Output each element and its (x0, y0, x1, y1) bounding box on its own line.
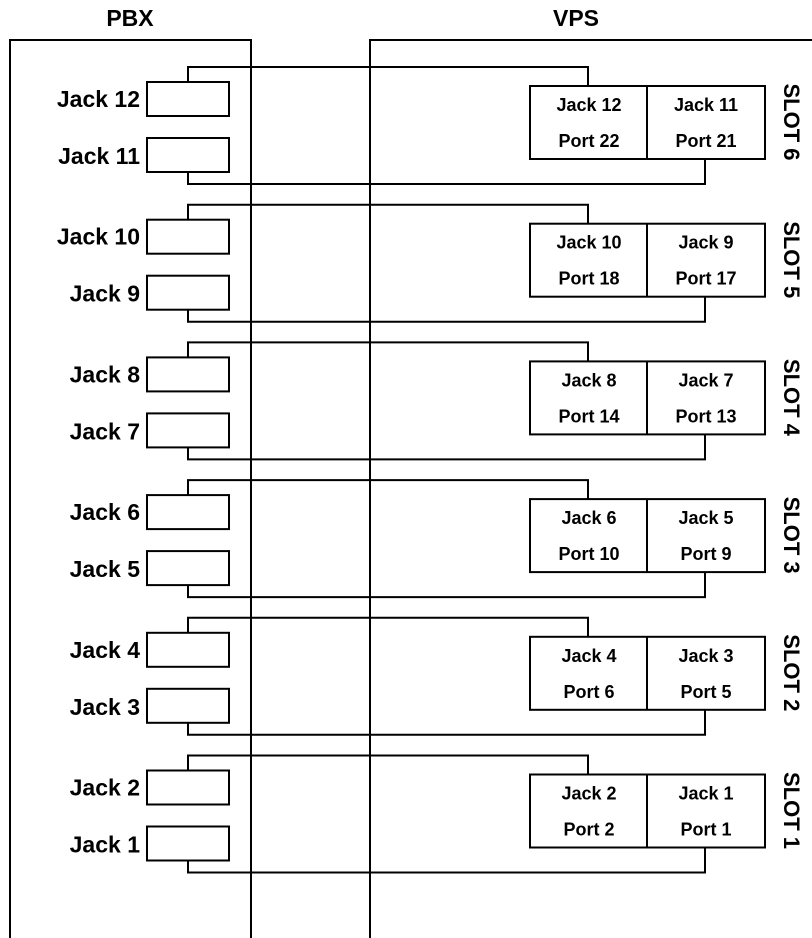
wire-top (187, 479, 589, 500)
vps-left-port: Port 6 (563, 682, 614, 702)
vps-left-port: Port 18 (558, 269, 619, 289)
pbx-jack-top-box (146, 81, 230, 117)
vps-left-jack: Jack 12 (556, 95, 621, 115)
pbx-jack-top-label: Jack 2 (70, 775, 140, 801)
vps-header: VPS (553, 5, 599, 31)
slot-label: SLOT 5 (779, 221, 804, 298)
vps-right-port: Port 5 (680, 682, 731, 702)
vps-right-jack: Jack 7 (678, 370, 733, 390)
pbx-jack-top-box (146, 494, 230, 531)
pbx-jack-bottom-label: Jack 11 (58, 143, 140, 169)
slot-label: SLOT 1 (779, 772, 804, 849)
wire-top (187, 66, 589, 86)
wire-bottom (187, 159, 706, 185)
vps-right-jack: Jack 1 (678, 784, 733, 804)
slot-label: SLOT 6 (779, 83, 804, 160)
pbx-jack-bottom-box (146, 550, 230, 587)
wire-bottom (187, 572, 706, 599)
slot-label: SLOT 3 (779, 497, 804, 574)
vps-right-port: Port 1 (680, 820, 731, 840)
vps-left-jack: Jack 6 (561, 508, 616, 528)
slot-group: Jack 4 Jack 3 Jack 4 Jack 3 Port 6 Port 5 SLOT… (70, 616, 804, 736)
wire-top (187, 341, 589, 362)
vps-left-port: Port 2 (563, 820, 614, 840)
slot-label: SLOT 4 (779, 359, 804, 437)
pbx-jack-bottom-box (146, 274, 230, 311)
vps-right-jack: Jack 5 (678, 508, 733, 528)
slot-group: Jack 12 Jack 11 Jack 12 Jack 11 Port 22 Port … (57, 66, 804, 185)
pbx-jack-bottom-box (146, 687, 230, 724)
vps-right-port: Port 17 (675, 269, 736, 289)
pbx-jack-bottom-label: Jack 5 (70, 556, 141, 582)
vps-panel-frame (369, 39, 812, 938)
vps-left-jack: Jack 4 (561, 646, 616, 666)
slot-group: Jack 6 Jack 5 Jack 6 Jack 5 Port 10 Port 9 SLO… (70, 479, 804, 599)
slot-group: Jack 8 Jack 7 Jack 8 Jack 7 Port 14 Port 13 SL… (70, 341, 804, 461)
pbx-jack-top-box (146, 356, 230, 393)
pbx-jack-bottom-label: Jack 9 (70, 281, 140, 307)
wire-top (187, 754, 589, 775)
pbx-header: PBX (106, 5, 154, 31)
vps-right-port: Port 9 (680, 544, 731, 564)
wire-bottom (187, 709, 706, 736)
pbx-jack-top-label: Jack 10 (57, 224, 140, 250)
pbx-jack-top-box (146, 218, 230, 255)
pbx-jack-top-box (146, 769, 230, 806)
pbx-jack-bottom-box (146, 825, 230, 862)
pbx-jack-bottom-label: Jack 7 (70, 418, 140, 444)
wire-bottom (187, 434, 706, 461)
vps-right-jack: Jack 11 (674, 95, 738, 115)
wire-top (187, 203, 589, 224)
pbx-jack-top-box (146, 631, 230, 668)
vps-left-jack: Jack 10 (556, 233, 621, 253)
vps-right-port: Port 13 (675, 406, 736, 426)
pbx-panel-frame (9, 39, 252, 938)
slot-groups: Jack 12 Jack 11 Jack 12 Jack 11 Port 22 Port … (57, 66, 804, 874)
slot-group: Jack 10 Jack 9 Jack 10 Jack 9 Port 18 Port 17… (57, 203, 804, 323)
pbx-jack-top-label: Jack 12 (57, 86, 140, 112)
wire-top (187, 616, 589, 637)
wire-bottom (187, 847, 706, 874)
vps-left-jack: Jack 2 (561, 784, 616, 804)
slot-group: Jack 2 Jack 1 Jack 2 Jack 1 Port 2 Port 1 SLOT… (70, 754, 804, 874)
pbx-jack-top-label: Jack 4 (70, 637, 141, 663)
pbx-jack-bottom-label: Jack 1 (70, 832, 141, 858)
vps-left-port: Port 22 (558, 131, 619, 151)
pbx-jack-top-label: Jack 6 (70, 499, 140, 525)
pbx-jack-bottom-box (146, 137, 230, 173)
pbx-jack-bottom-box (146, 412, 230, 449)
vps-right-jack: Jack 9 (678, 233, 733, 253)
wire-bottom (187, 296, 706, 323)
vps-left-port: Port 14 (558, 406, 619, 426)
pbx-jack-bottom-label: Jack 3 (70, 694, 140, 720)
pbx-jack-top-label: Jack 8 (70, 361, 141, 387)
vps-left-jack: Jack 8 (561, 370, 616, 390)
vps-left-port: Port 10 (558, 544, 619, 564)
vps-right-jack: Jack 3 (678, 646, 733, 666)
slot-label: SLOT 2 (779, 634, 804, 711)
vps-right-port: Port 21 (675, 131, 736, 151)
